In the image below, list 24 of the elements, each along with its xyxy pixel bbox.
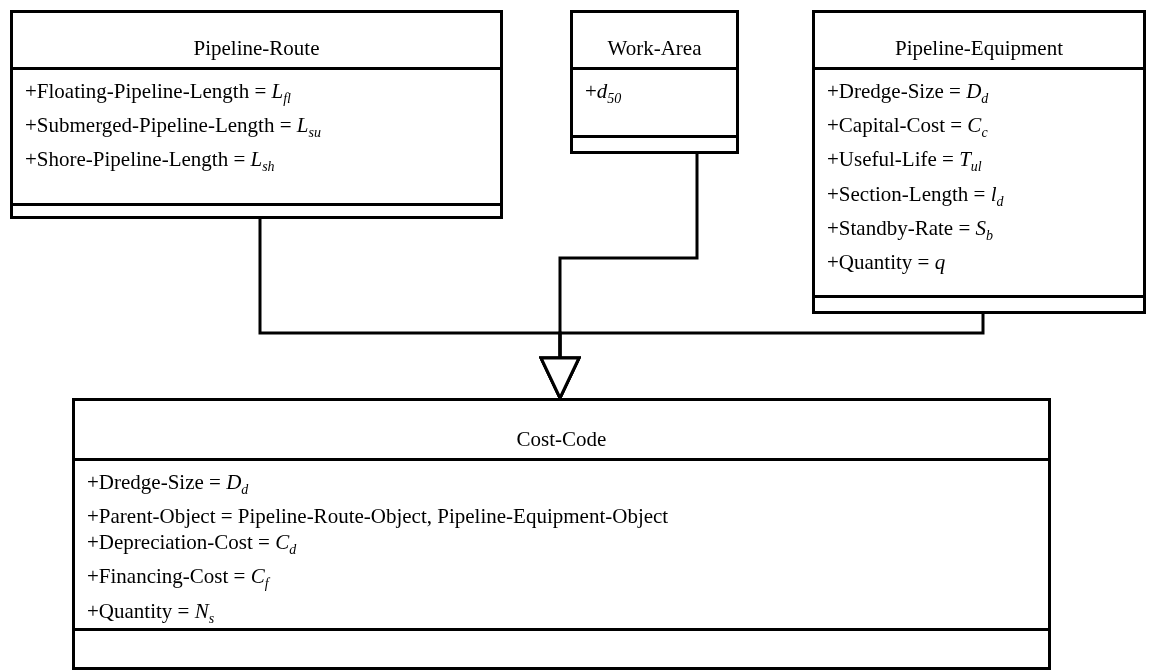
attribute: +Shore-Pipeline-Length = L$_{sh}$ (25, 146, 275, 177)
attribute: +Section-Length = l$_{d}$ (827, 180, 1004, 211)
attribute: +Quantity = q (827, 248, 946, 275)
attribute: +Floating-Pipeline-Length = L$_{fl}$ (25, 78, 291, 109)
class-box (812, 10, 1146, 314)
attribute: +Standby-Rate = S$_{b}$ (827, 214, 993, 245)
attribute: +Capital-Cost = C$_{c}$ (827, 112, 988, 143)
attribute: +Quantity = N$_{s}$ (87, 597, 215, 628)
class-name: Pipeline-Route (193, 36, 320, 61)
attribute: +d$_{50}$ (585, 78, 622, 109)
class-box (72, 398, 1051, 670)
attribute: +Financing-Cost = C$_{f}$ (87, 563, 269, 594)
class-name: Pipeline-Equipment (895, 36, 1063, 61)
attribute: +Submerged-Pipeline-Length = L$_{su}$ (25, 112, 321, 143)
attribute: +Useful-Life = T$_{ul}$ (827, 146, 982, 177)
attribute: +Dredge-Size = D$_{d}$ (87, 469, 249, 500)
attribute: +Depreciation-Cost = C$_{d}$ (87, 529, 297, 560)
class-box (10, 10, 503, 219)
class-box (570, 10, 739, 154)
class-name: Cost-Code (516, 427, 607, 452)
attribute: +Dredge-Size = D$_{d}$ (827, 78, 989, 109)
class-name: Work-Area (607, 36, 702, 61)
inheritance-arrow (539, 314, 985, 400)
attribute: +Parent-Object = Pipeline-Route-Object, Pipeline-Equipment-Object (87, 503, 669, 530)
